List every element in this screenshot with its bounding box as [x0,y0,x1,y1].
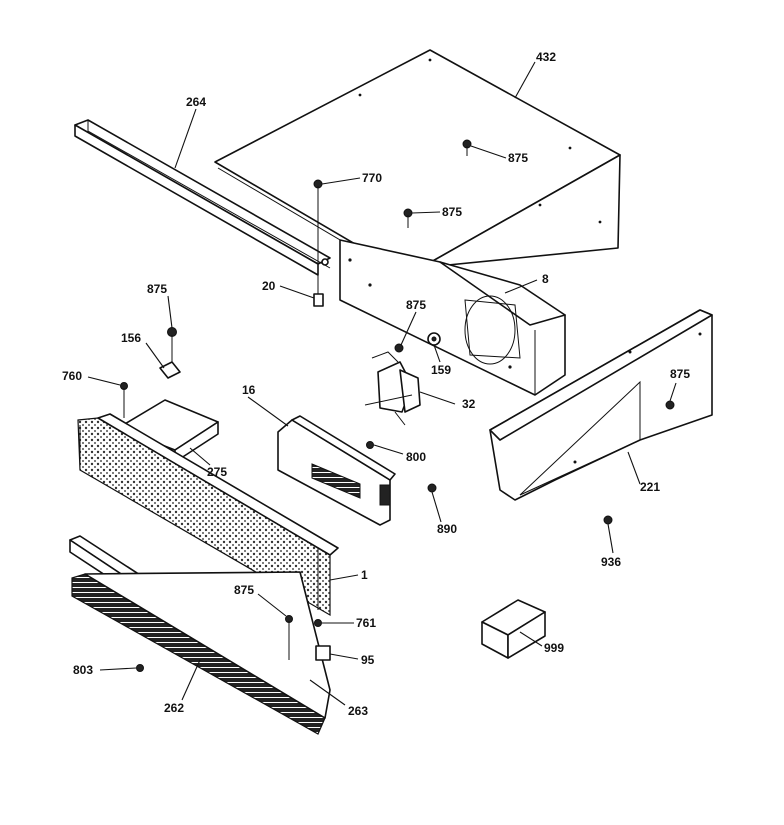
callout-770: 770 [362,171,382,185]
control-board-16 [277,415,396,526]
callout-16: 16 [242,383,256,397]
callout-263: 263 [348,704,368,718]
side-rail-264 [74,119,331,276]
callout-432: 432 [536,50,556,64]
callout-8: 8 [542,272,549,286]
callout-875: 875 [442,205,462,219]
callout-875: 875 [508,151,528,165]
screw-875-top [462,139,472,156]
fan-motor-32 [364,351,421,426]
callout-760: 760 [62,369,82,383]
callout-875: 875 [406,298,426,312]
screw-936 [603,515,613,525]
screw-760 [120,382,128,418]
clip-95 [315,645,331,661]
parts-kit-999 [481,599,546,659]
clip-156 [159,361,181,379]
blower-housing-8 [339,239,566,396]
callout-262: 262 [164,701,184,715]
lower-grille-262 [71,571,331,735]
control-panel-1 [77,413,339,617]
leader-lines [87,61,677,706]
callout-890: 890 [437,522,457,536]
callout-275: 275 [207,465,227,479]
callout-20: 20 [262,279,276,293]
callout-95: 95 [361,653,375,667]
side-bracket-221 [489,309,713,501]
callout-875: 875 [670,367,690,381]
screw-800 [366,441,374,449]
callout-1: 1 [361,568,368,582]
clip-20 [313,293,324,307]
screw-875-blower [394,343,404,353]
screw-761 [314,619,322,627]
callout-999: 999 [544,641,564,655]
callout-875: 875 [147,282,167,296]
screw-875-lower [285,615,293,660]
callout-875: 875 [234,583,254,597]
callout-803: 803 [73,663,93,677]
callout-156: 156 [121,331,141,345]
callout-159: 159 [431,363,451,377]
callout-32: 32 [462,397,476,411]
screw-890 [427,483,437,493]
bracket-159 [427,332,441,346]
callout-761: 761 [356,616,376,630]
callout-221: 221 [640,480,660,494]
callout-264: 264 [186,95,206,109]
screw-875-side [665,400,675,410]
callout-936: 936 [601,555,621,569]
callout-800: 800 [406,450,426,464]
callout-labels: 432 264 875 770 875 8 20 875 875 156 159… [62,50,690,718]
screw-803 [136,664,144,672]
